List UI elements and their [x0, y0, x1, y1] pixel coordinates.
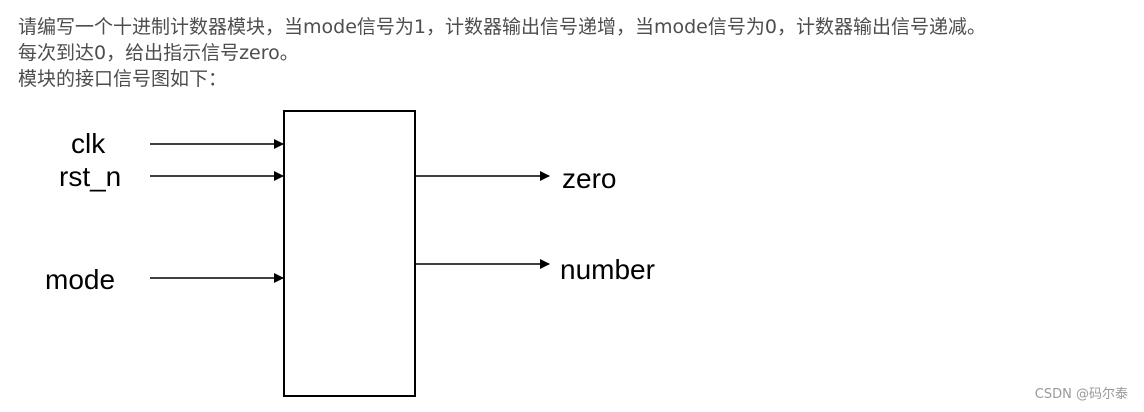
input-label-rst-n: rst_n [59, 161, 121, 192]
module-box [283, 110, 416, 397]
description-line-3: 模块的接口信号图如下： [18, 68, 228, 90]
description-line-2: 每次到达0，给出指示信号zero。 [18, 42, 299, 64]
description-line-1: 请编写一个十进制计数器模块，当mode信号为1，计数器输出信号递增，当mode信… [18, 16, 986, 38]
output-label-zero: zero [562, 163, 616, 194]
csdn-watermark: CSDN @码尔泰 [1034, 387, 1128, 402]
output-label-number: number [560, 254, 655, 285]
input-label-mode: mode [45, 264, 115, 295]
input-label-clk: clk [71, 128, 106, 159]
problem-description: 请编写一个十进制计数器模块，当mode信号为1，计数器输出信号递增，当mode信… [18, 14, 1128, 92]
